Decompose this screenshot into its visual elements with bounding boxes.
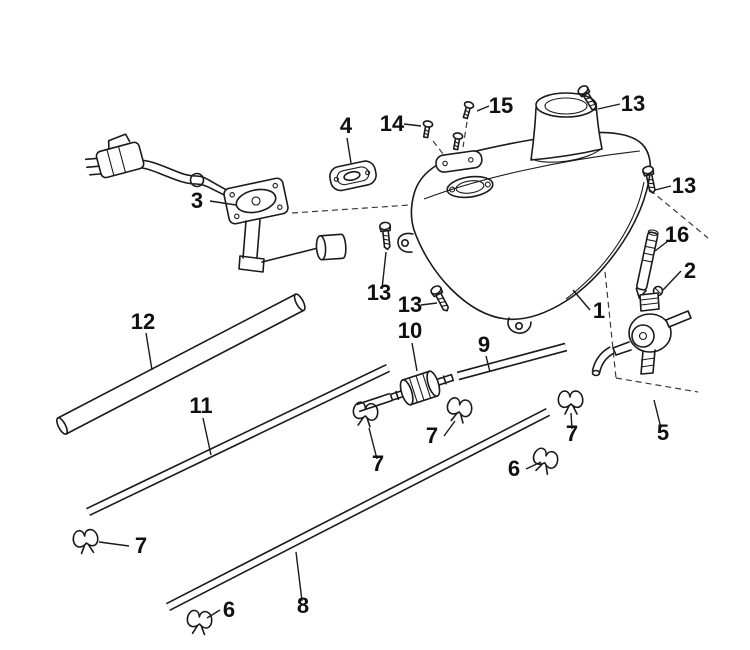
sender-wire-1 [137, 159, 230, 192]
callout-label-16: 16 [665, 222, 689, 247]
petcock-left-nipple [612, 341, 632, 356]
sender-wire-2 [141, 167, 232, 199]
fuel-hose-8 [165, 407, 551, 612]
fuel-sender-3 [84, 133, 347, 273]
fuel-filter-10 [389, 370, 455, 406]
callout-label-7d: 7 [135, 533, 147, 558]
petcock-body [628, 313, 672, 353]
petcock-dial [631, 324, 655, 348]
callout-label-13c: 13 [367, 280, 391, 305]
filler-neck [530, 92, 603, 163]
tank-seam-side [565, 181, 645, 300]
fuel-hose-11 [86, 363, 390, 517]
filter-inlet-stub-hose [356, 392, 393, 413]
callout-label-4: 4 [340, 113, 353, 138]
callout-label-9: 9 [478, 332, 490, 357]
sender-bracket [238, 219, 265, 273]
float-arm [261, 247, 319, 263]
callout-label-7c: 7 [566, 421, 578, 446]
petcock-bottom-outlet [640, 349, 656, 375]
wire-grommet-ring [189, 172, 205, 188]
corrugated-hose-12 [56, 293, 306, 435]
mounting-tab-bottom [507, 317, 532, 334]
callout-label-13a: 13 [621, 91, 645, 116]
callout-label-6a: 6 [508, 456, 520, 481]
fuel-hose-9 [456, 342, 568, 381]
petcock-inlet [639, 292, 660, 312]
fuel-tank-1 [397, 92, 652, 334]
fuel-cap-plate [435, 150, 483, 173]
callout-label-7b: 7 [426, 423, 438, 448]
mounting-tab-left [397, 232, 414, 253]
callout-label-3: 3 [191, 188, 203, 213]
sender-plate [223, 177, 289, 225]
callout-label-6b: 6 [223, 597, 235, 622]
callout-label-7a: 7 [372, 451, 384, 476]
fuel-cap-recess [446, 175, 494, 199]
callout-label-13b: 13 [672, 173, 696, 198]
petcock-lever [665, 310, 692, 328]
valve-plunger-16 [635, 229, 659, 299]
callout-label-1: 1 [593, 298, 605, 323]
fuel-petcock-5 [591, 292, 692, 377]
callout-label-5: 5 [657, 420, 669, 445]
petcock-outlet-hose [591, 346, 615, 374]
tank-seam-top [423, 150, 641, 200]
callout-label-11: 11 [189, 393, 212, 418]
callout-label-10: 10 [398, 318, 422, 343]
callout-label-12: 12 [131, 309, 155, 334]
assembly-dashed-lines [291, 121, 709, 393]
callout-leader-lines [98, 103, 682, 619]
callout-label-8: 8 [297, 593, 309, 618]
callout-label-13d: 13 [398, 292, 422, 317]
float [315, 233, 347, 261]
callout-label-14: 14 [380, 111, 405, 136]
wiring-connector [84, 133, 145, 179]
gasket-4 [329, 160, 377, 192]
callout-label-2: 2 [684, 258, 696, 283]
callout-label-15: 15 [489, 93, 513, 118]
